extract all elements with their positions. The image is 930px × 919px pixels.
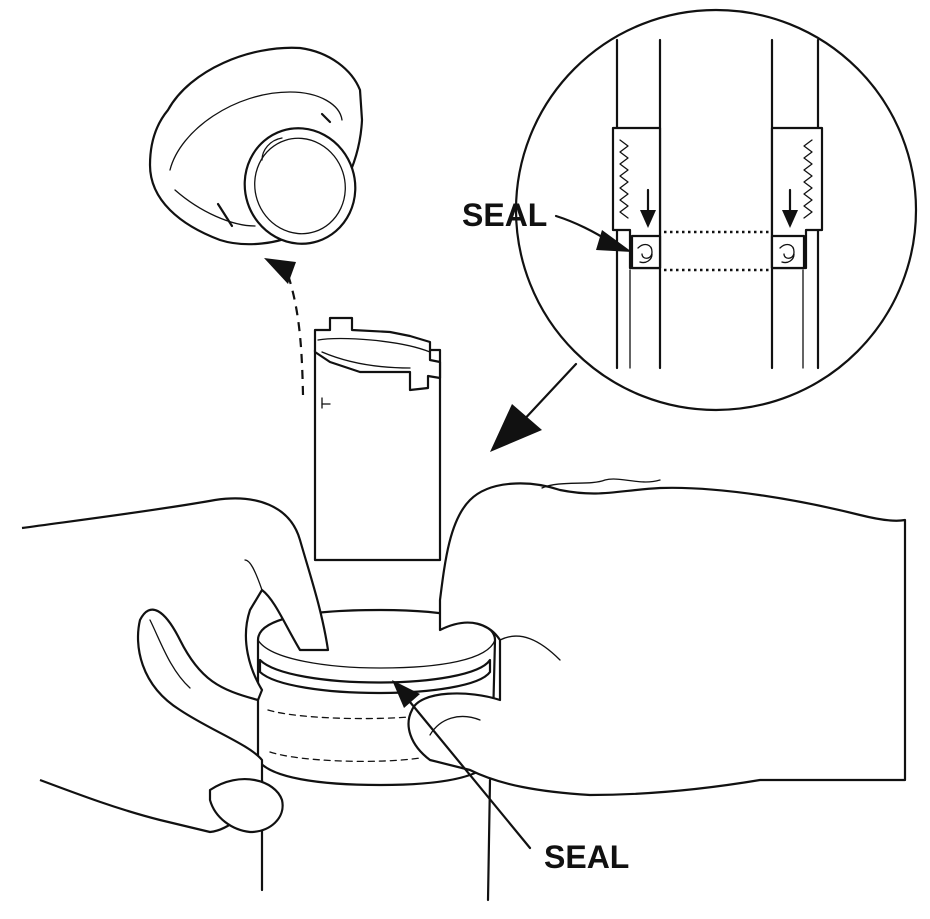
detail-pointer-arrow [490, 362, 578, 452]
seal-detail-label: SEAL [462, 197, 547, 233]
installer-cap [148, 46, 364, 246]
installer-tube [313, 316, 442, 562]
seal-main-label: SEAL [544, 839, 629, 875]
left-hand [21, 497, 330, 834]
seal-leader-arrow [392, 680, 532, 850]
lift-direction-arrow [264, 258, 305, 396]
right-hand [407, 478, 907, 797]
detail-view [514, 8, 918, 412]
